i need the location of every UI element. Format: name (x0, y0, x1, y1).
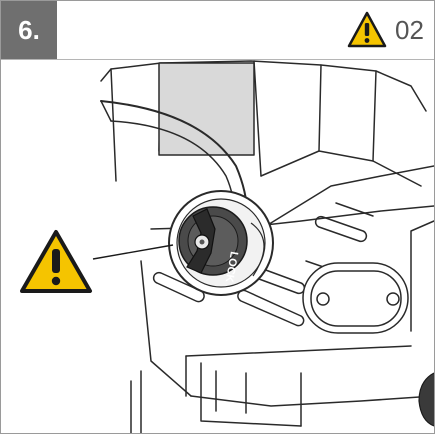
step-number: 6. (1, 1, 57, 59)
warning-triangle-icon (347, 11, 387, 48)
lock-label: LOCK (223, 250, 240, 283)
assembly-illustration: LOCK (92, 60, 434, 433)
warning-triangle-icon (20, 230, 92, 293)
warning-code: 02 (395, 15, 424, 45)
step-header: 6. 02 (1, 1, 434, 60)
